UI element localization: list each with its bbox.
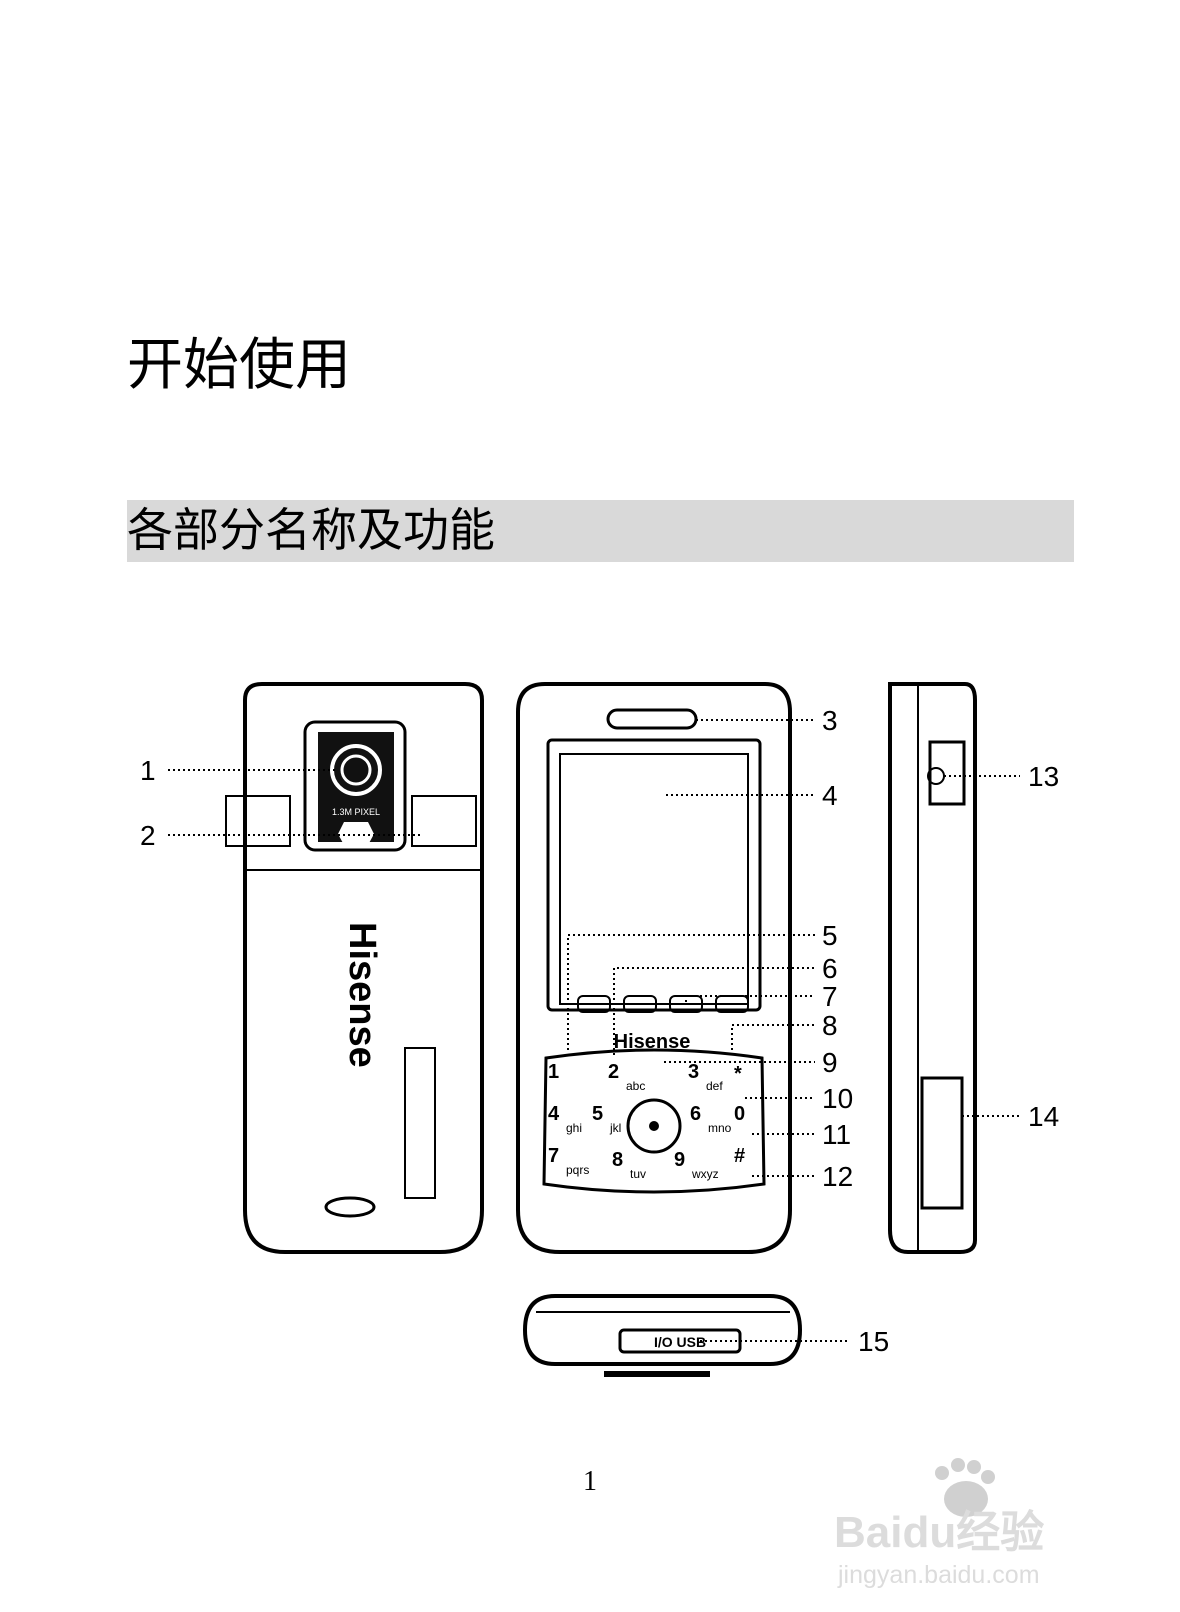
flash-mirror bbox=[338, 822, 374, 845]
key-letters-5: mno bbox=[708, 1121, 732, 1135]
callout-10: 10 bbox=[822, 1083, 853, 1114]
watermark-url: jingyan.baidu.com bbox=[837, 1561, 1040, 1589]
key-digit-7: 8 bbox=[612, 1149, 623, 1171]
section-header-bar bbox=[127, 500, 1074, 562]
page-number: 1 bbox=[583, 1466, 597, 1497]
earpiece bbox=[606, 708, 698, 730]
keypad: 1 2 abc 3 def 4 ghi 5 jkl 6 mno 7 pqrs 8 tuv 9 wxyz * 0 # bbox=[548, 1061, 745, 1181]
chapter-title: 开始使用 bbox=[127, 333, 351, 398]
key-digit-3: 4 bbox=[548, 1103, 560, 1125]
key-letters-2: def bbox=[706, 1079, 723, 1093]
nav-key bbox=[626, 1098, 682, 1154]
key-digit-4: 5 bbox=[592, 1103, 603, 1125]
callout-15: 15 bbox=[858, 1326, 889, 1357]
key-digit-8: 9 bbox=[674, 1149, 685, 1171]
usb-port-label: I/O USB bbox=[654, 1334, 706, 1350]
callout-11: 11 bbox=[822, 1119, 851, 1150]
camera-lens bbox=[330, 744, 382, 796]
key-letters-7: tuv bbox=[630, 1167, 646, 1181]
phone-front-view bbox=[516, 682, 792, 1254]
callout-6: 6 bbox=[822, 953, 838, 984]
key-digit-9: * bbox=[734, 1063, 742, 1085]
callout-9: 9 bbox=[822, 1047, 838, 1078]
callout-5: 5 bbox=[822, 920, 838, 951]
key-letters-8: wxyz bbox=[691, 1167, 719, 1181]
section-title: 各部分名称及功能 bbox=[127, 503, 495, 557]
phone-side-view bbox=[888, 682, 977, 1254]
key-digit-5: 6 bbox=[690, 1103, 701, 1125]
key-letters-3: ghi bbox=[566, 1121, 582, 1135]
key-letters-6: pqrs bbox=[566, 1163, 589, 1177]
phone-back-view bbox=[225, 682, 484, 1254]
baidu-watermark: Baidu经验 jingyan.baidu.com bbox=[834, 1458, 1044, 1589]
back-brand-logo: Hisense bbox=[341, 922, 383, 1068]
watermark-brand: Baidu经验 bbox=[834, 1508, 1044, 1557]
key-digit-6: 7 bbox=[548, 1145, 559, 1167]
key-digit-0: 1 bbox=[548, 1061, 559, 1083]
camera-resolution-label: 1.3M PIXEL bbox=[332, 807, 380, 817]
speaker-grille-right bbox=[411, 795, 477, 847]
key-digit-2: 3 bbox=[688, 1061, 699, 1083]
lanyard-hole bbox=[324, 1196, 376, 1218]
front-brand-logo: Hisense bbox=[614, 1031, 691, 1053]
callout-13: 13 bbox=[1028, 761, 1059, 792]
screen bbox=[559, 753, 749, 1005]
key-digit-11: # bbox=[734, 1145, 745, 1167]
callout-4: 4 bbox=[822, 780, 838, 811]
callout-1: 1 bbox=[140, 755, 156, 786]
key-digit-1: 2 bbox=[608, 1061, 619, 1083]
callout-14: 14 bbox=[1028, 1101, 1059, 1132]
key-letters-4: jkl bbox=[609, 1121, 621, 1135]
callout-12: 12 bbox=[822, 1161, 853, 1192]
key-digit-10: 0 bbox=[734, 1103, 745, 1125]
callout-7: 7 bbox=[822, 981, 838, 1012]
callout-3: 3 bbox=[822, 705, 838, 736]
speaker-grille-left bbox=[225, 795, 291, 847]
key-letters-1: abc bbox=[626, 1079, 645, 1093]
callout-2: 2 bbox=[140, 820, 156, 851]
callout-8: 8 bbox=[822, 1010, 838, 1041]
